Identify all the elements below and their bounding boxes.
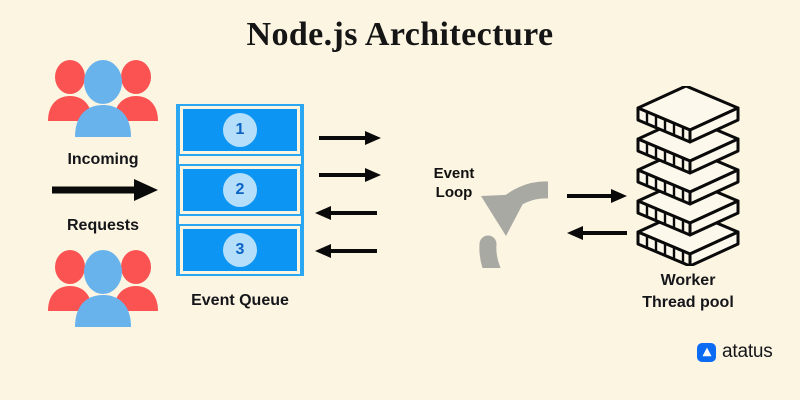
event-queue-item-2-number: 2 — [223, 173, 257, 207]
event-queue-label: Event Queue — [191, 292, 289, 309]
event-loop: Event Loop — [378, 118, 548, 268]
event-queue-item-1-number: 1 — [223, 113, 257, 147]
atatus-wordmark: atatus — [722, 341, 773, 362]
worker-thread-pool-icon — [628, 86, 748, 266]
event-queue-item-1-body: 1 — [183, 109, 297, 151]
event-queue-item-2-body: 2 — [183, 169, 297, 211]
event-loop-line-1: Event — [433, 165, 475, 182]
users-group-icon-bottom — [44, 247, 162, 327]
event-loop-line-2: Loop — [435, 184, 473, 201]
event-queue-frame — [176, 104, 304, 276]
arrow-pool-to-loop — [566, 225, 628, 241]
incoming-label: Incoming — [67, 151, 139, 168]
users-group-icon-top — [44, 57, 162, 137]
worker-thread-pool-line-2: Thread pool — [642, 294, 734, 311]
worker-thread-pool-line-1: Worker — [660, 272, 716, 289]
arrow-loop-to-queue-1 — [314, 205, 378, 221]
event-queue-item-3-number: 3 — [223, 233, 257, 267]
arrow-queue-to-loop-1 — [318, 130, 382, 146]
event-queue-item-2[interactable]: 2 — [178, 164, 302, 216]
requests-label: Requests — [66, 217, 140, 234]
event-loop-text: Event Loop — [378, 164, 530, 202]
arrow-loop-to-queue-2 — [314, 243, 378, 259]
arrow-queue-to-loop-2 — [318, 167, 382, 183]
page-title: Node.js Architecture — [246, 16, 554, 53]
event-queue-item-3[interactable]: 3 — [178, 224, 302, 276]
arrow-loop-to-pool — [566, 188, 628, 204]
worker-thread-pool-label: Worker Thread pool — [618, 270, 758, 314]
atatus-logo[interactable]: atatus — [697, 341, 773, 363]
atatus-triangle-logo-icon — [697, 342, 716, 362]
event-queue-item-3-body: 3 — [183, 229, 297, 271]
incoming-requests-arrow — [50, 177, 160, 203]
event-queue-item-1[interactable]: 1 — [178, 104, 302, 156]
event-queue: 1 2 3 — [176, 104, 304, 276]
